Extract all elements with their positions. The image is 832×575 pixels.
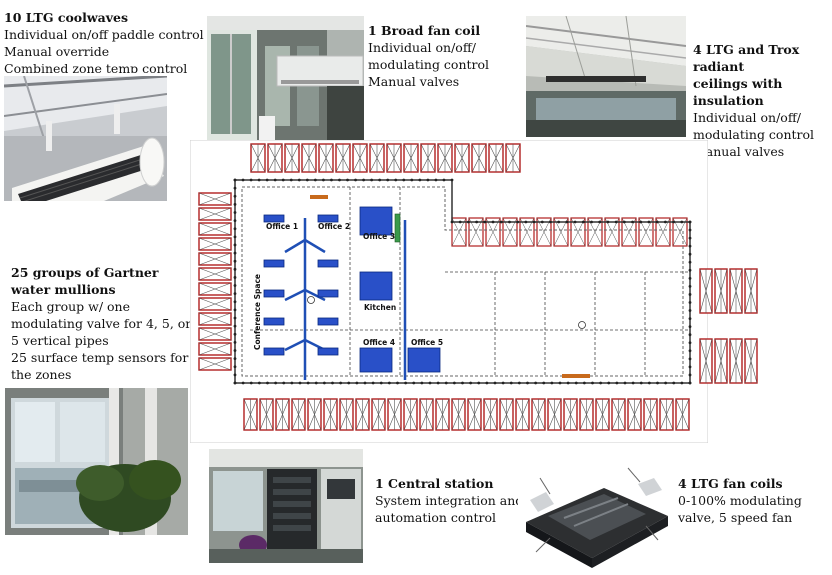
caption-radiant-line-1: Individual on/off/: [693, 110, 801, 125]
caption-station-line-1: System integration and: [375, 493, 524, 508]
caption-fancoil-title: 1 Broad fan coil: [368, 23, 481, 38]
caption-mullions-title-1: 25 groups of Gartner: [11, 265, 159, 280]
caption-fancoil: 1 Broad fan coil Individual on/off/ modu…: [368, 22, 489, 90]
coolwave-photo: [4, 76, 167, 201]
caption-coolwaves: 10 LTG coolwaves Individual on/off paddl…: [4, 9, 204, 73]
caption-fancoil-line-2: modulating control: [368, 57, 490, 72]
mullion-strip-top: [250, 143, 522, 173]
caption-fancoils-title: 4 LTG fan coils: [678, 476, 783, 491]
wall-dots: [233, 178, 692, 385]
room-label-conference: Conference Space: [253, 274, 262, 350]
caption-coolwaves-line-1: Individual on/off paddle control: [4, 27, 204, 42]
mullion-strip-right-top: [699, 268, 771, 314]
caption-mullions-line-5: the zones: [11, 367, 72, 382]
caption-radiant-title-2: ceilings with insulation: [693, 76, 783, 108]
sensor-marker-2: [578, 321, 586, 329]
caption-mullions-line-2: modulating valve for 4, 5, or: [11, 316, 192, 331]
caption-mullions-line-1: Each group w/ one: [11, 299, 130, 314]
room-label-office-4: Office 4: [363, 338, 395, 347]
room-label-office-2: Office 2: [318, 222, 350, 231]
mullion-photo: [5, 388, 188, 535]
mullion-strip-left: [198, 192, 232, 382]
caption-radiant-line-3: Manual valves: [693, 144, 785, 159]
fancoils-photo: [518, 460, 674, 573]
caption-mullions: 25 groups of Gartner water mullions Each…: [11, 264, 191, 383]
caption-coolwaves-title: 10 LTG coolwaves: [4, 10, 128, 25]
caption-station-line-2: automation control: [375, 510, 497, 525]
caption-coolwaves-line-2: Manual override: [4, 44, 110, 59]
caption-mullions-title-2: water mullions: [11, 282, 116, 297]
floor-plan: Office 1 Office 2 Office 3 Kitchen Offic…: [190, 140, 708, 443]
room-label-office-5: Office 5: [411, 338, 443, 347]
heating-units: [263, 206, 441, 373]
mullion-strip-right-bottom: [699, 338, 771, 384]
caption-fancoil-line-3: Manual valves: [368, 74, 460, 89]
caption-station-title: 1 Central station: [375, 476, 494, 491]
orange-fixture-2: [562, 374, 590, 378]
orange-fixture: [310, 195, 328, 199]
caption-fancoil-line-1: Individual on/off/: [368, 40, 476, 55]
room-label-kitchen: Kitchen: [364, 303, 396, 312]
central-station-photo: [209, 449, 363, 563]
caption-mullions-line-3: 5 vertical pipes: [11, 333, 109, 348]
caption-fancoils: 4 LTG fan coils 0-100% modulating valve,…: [678, 475, 802, 526]
mullion-strip-bottom: [243, 398, 693, 431]
room-label-office-1: Office 1: [266, 222, 298, 231]
fancoil-photo: [207, 16, 364, 140]
caption-mullions-line-4: 25 surface temp sensors for: [11, 350, 189, 365]
caption-fancoils-line-2: valve, 5 speed fan: [678, 510, 793, 525]
caption-station: 1 Central station System integration and…: [375, 475, 523, 526]
room-label-office-3: Office 3: [363, 232, 395, 241]
building-outline-inner: [241, 186, 684, 377]
caption-radiant-line-2: modulating control: [693, 127, 815, 142]
caption-radiant-title-1: 4 LTG and Trox radiant: [693, 42, 800, 74]
sensor-marker: [307, 296, 315, 304]
caption-radiant: 4 LTG and Trox radiant ceilings with ins…: [693, 41, 832, 160]
green-valve: [394, 213, 401, 243]
caption-fancoils-line-1: 0-100% modulating: [678, 493, 802, 508]
caption-coolwaves-line-3: Combined zone temp control: [4, 61, 188, 73]
radiant-ceiling-photo: [526, 16, 686, 137]
